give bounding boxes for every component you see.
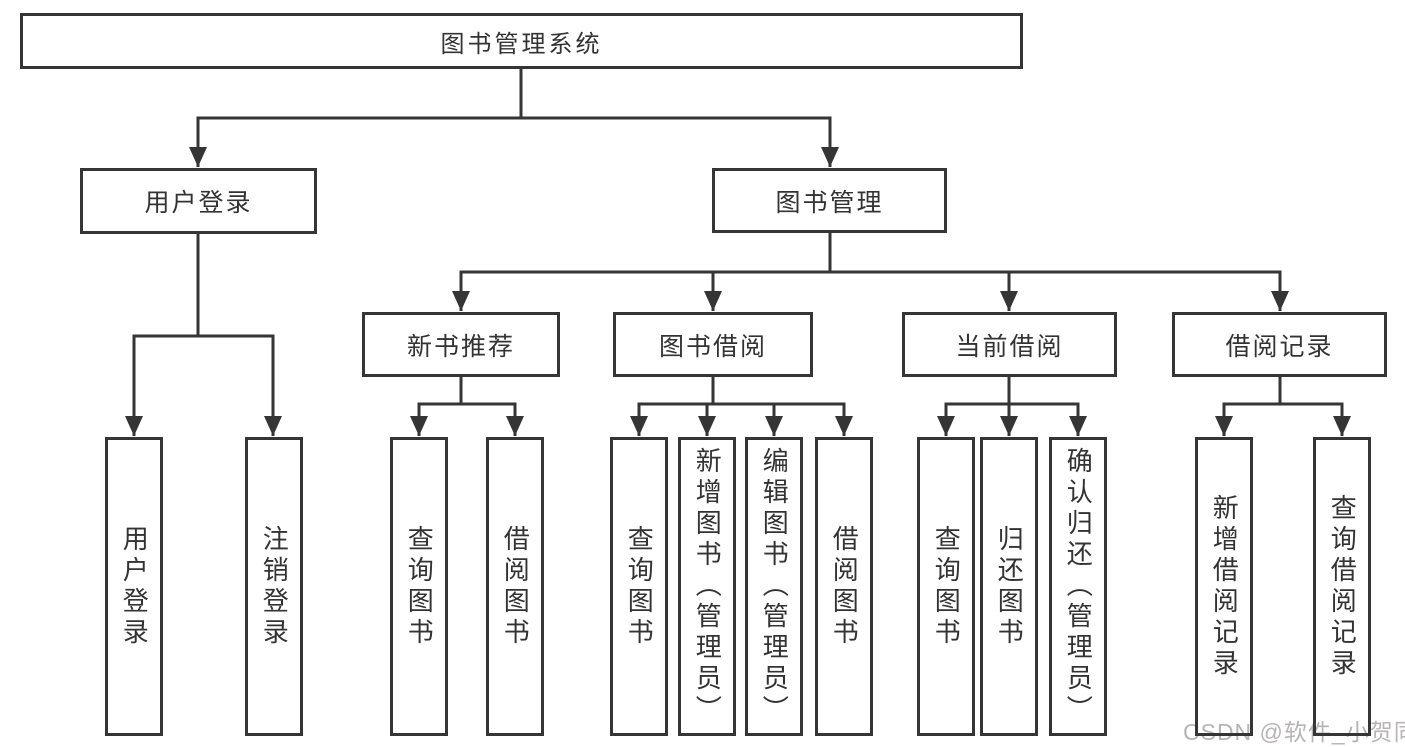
node-label: 图书借阅 — [658, 332, 767, 361]
leaf-query-books-recommend: 查询图书 — [390, 437, 448, 736]
leaf-add-borrow-record: 新增借阅记录 — [1195, 437, 1253, 736]
node-book-management: 图书管理 — [712, 168, 947, 233]
leaf-logout: 注销登录 — [245, 437, 303, 736]
leaf-label: 确认归还（管理员） — [1063, 447, 1094, 726]
node-label: 用户登录 — [144, 189, 253, 217]
leaf-add-book-admin: 新增图书（管理员） — [678, 437, 736, 736]
leaf-user-login: 用户登录 — [105, 437, 163, 736]
leaf-label: 查询图书 — [404, 524, 435, 649]
leaf-label: 编辑图书（管理员） — [759, 447, 790, 726]
node-new-book-recommendation: 新书推荐 — [362, 312, 560, 377]
node-label: 图书管理系统 — [440, 30, 603, 58]
node-book-borrowing: 图书借阅 — [613, 312, 813, 377]
edges-book-management-to-level3 — [452, 233, 1289, 311]
leaf-borrow-books-recommend: 借阅图书 — [486, 437, 544, 736]
leaf-return-book: 归还图书 — [980, 437, 1038, 736]
leaf-label: 注销登录 — [259, 524, 290, 649]
edges-borrowing-records-children — [1215, 377, 1351, 436]
edges-new-book-recommendation-children — [410, 377, 524, 436]
leaf-label: 查询图书 — [624, 524, 655, 649]
node-user-login: 用户登录 — [80, 168, 317, 234]
node-label: 借阅记录 — [1225, 332, 1334, 361]
leaf-query-books-current: 查询图书 — [917, 437, 975, 736]
edges-book-borrowing-children — [630, 377, 853, 436]
leaf-label: 借阅图书 — [829, 524, 860, 649]
leaf-label: 用户登录 — [119, 524, 150, 649]
edges-current-borrowing-children — [937, 377, 1087, 436]
leaf-borrow-books: 借阅图书 — [815, 437, 873, 736]
node-label: 新书推荐 — [406, 332, 515, 361]
node-current-borrowing: 当前借阅 — [902, 312, 1117, 377]
edges-root-to-level2 — [189, 69, 839, 167]
leaf-label: 借阅图书 — [500, 524, 531, 649]
node-borrowing-records: 借阅记录 — [1172, 312, 1387, 377]
leaf-label: 新增图书（管理员） — [692, 447, 723, 726]
leaf-edit-book-admin: 编辑图书（管理员） — [745, 437, 803, 736]
node-library-management-system: 图书管理系统 — [20, 13, 1023, 69]
node-label: 图书管理 — [775, 188, 884, 217]
leaf-query-books-borrowing: 查询图书 — [610, 437, 668, 736]
leaf-label: 新增借阅记录 — [1209, 493, 1240, 680]
edges-user-login-children — [125, 234, 282, 436]
leaf-label: 查询借阅记录 — [1327, 493, 1358, 680]
leaf-confirm-return-admin: 确认归还（管理员） — [1049, 437, 1107, 736]
leaf-query-borrow-record: 查询借阅记录 — [1313, 437, 1371, 736]
leaf-label: 归还图书 — [994, 524, 1025, 649]
leaf-label: 查询图书 — [931, 524, 962, 649]
node-label: 当前借阅 — [955, 332, 1064, 361]
